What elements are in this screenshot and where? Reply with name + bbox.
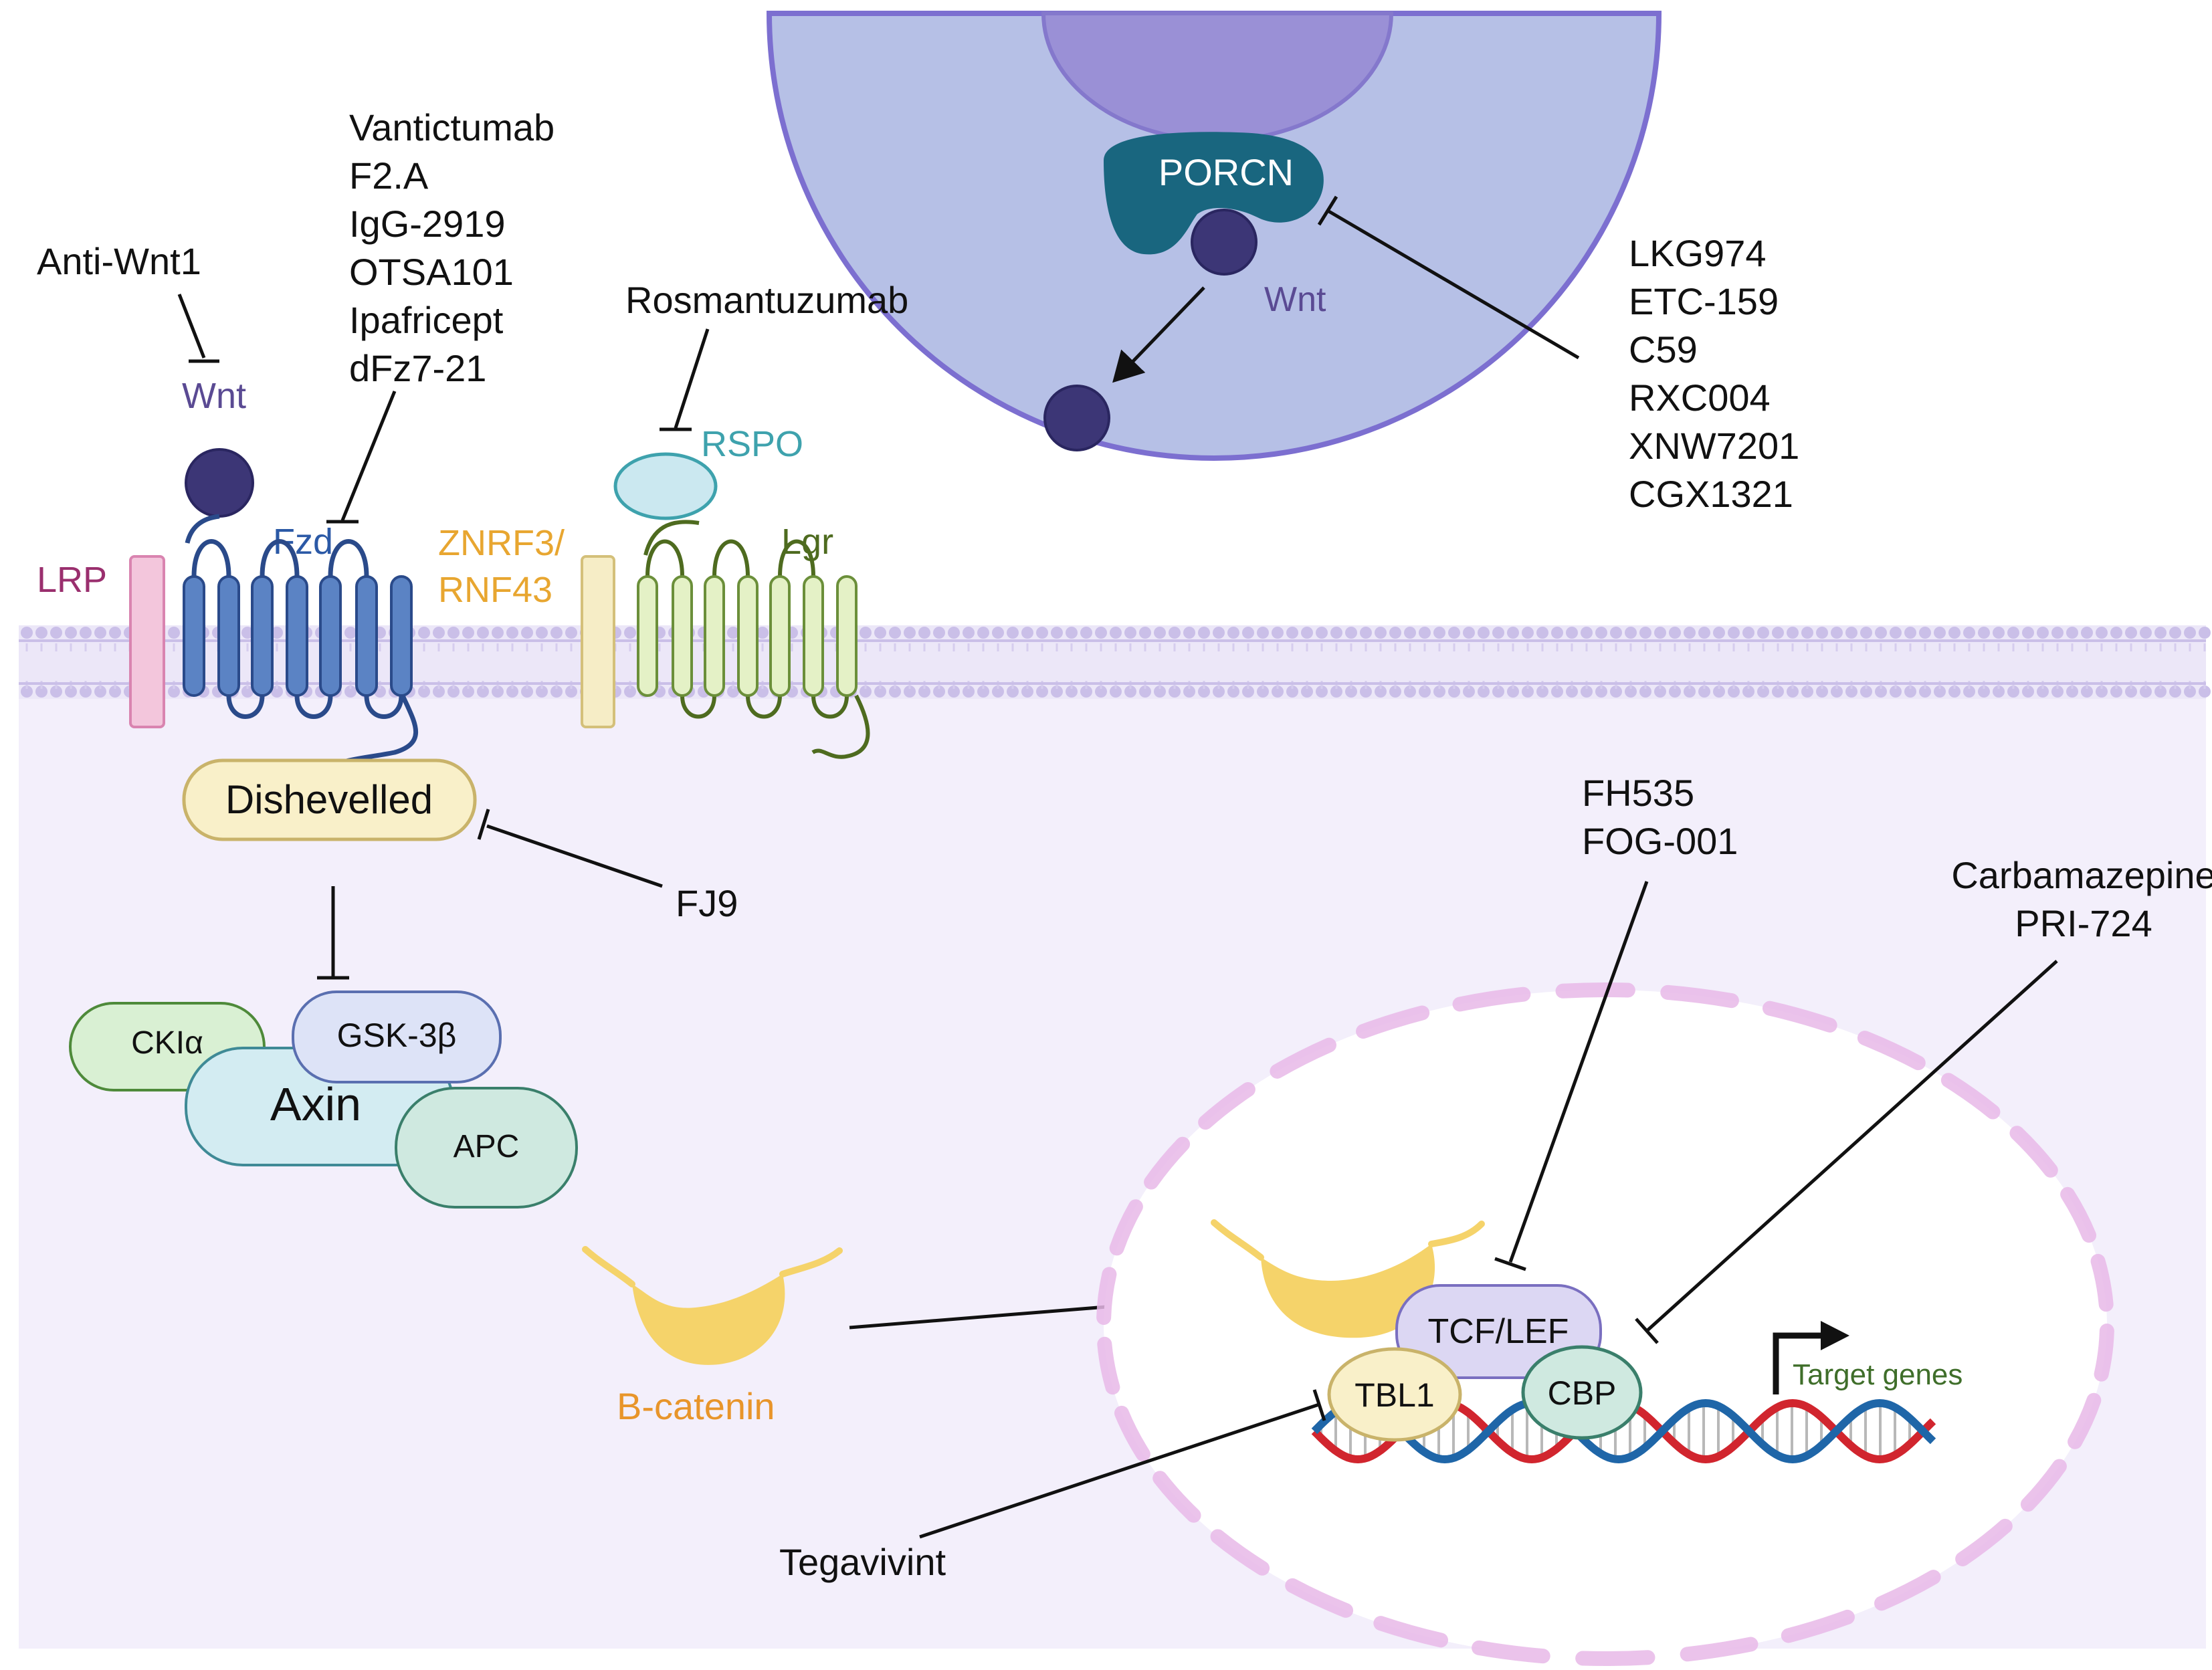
tcf-lef-label: TCF/LEF: [1428, 1312, 1569, 1351]
axin-label: Axin: [270, 1078, 361, 1130]
tbl1-inhibitor-label: Tegavivint: [779, 1541, 946, 1583]
dishevelled-protein: [182, 758, 477, 841]
apc-label: APC: [454, 1129, 520, 1164]
bcatenin-nucleus: [1211, 1219, 1485, 1338]
bcatenin-label: B-catenin: [617, 1385, 775, 1427]
transcription-arrow-icon: [1773, 1321, 1849, 1394]
rspo-ligand: [613, 452, 718, 520]
cbp-inhibitor-1: Carbamazepine: [1951, 854, 2212, 896]
fzd-inhibitor-list: Vantictumab F2.A IgG-2919 OTSA101 Ipafri…: [349, 106, 555, 389]
apc-protein: [395, 1087, 578, 1209]
cbp-inhibitor-bar: [1635, 1318, 1659, 1344]
rspo-inhibitor-label: Rosmantuzumab: [625, 279, 908, 321]
gsk3b-label: GSK-3β: [337, 1017, 457, 1054]
porcn-inhibitor-line: [1326, 209, 1580, 360]
rspo-label: RSPO: [701, 424, 803, 464]
porcn-label: PORCN: [1159, 151, 1294, 193]
wnt-ball-secreted: [1043, 385, 1110, 451]
cbp-label: CBP: [1548, 1374, 1617, 1412]
rspo-inhibitor-line: [674, 328, 710, 429]
ck1a-label: CKIα: [131, 1025, 203, 1061]
fzd-inhibitor-6: dFz7-21: [349, 347, 486, 389]
cell-membrane: [19, 625, 2211, 699]
tcf-inhibitor-line: [1508, 881, 1649, 1263]
porcn-enzyme: PORCN: [1104, 132, 1324, 255]
anti-wnt1-label: Anti-Wnt1: [37, 240, 201, 282]
fzd-inhibitor-5: Ipafricept: [349, 299, 504, 341]
gsk3b-protein: [292, 990, 502, 1083]
nucleus: [1096, 982, 2114, 1666]
tcf-inhibitor-1: FH535: [1582, 772, 1694, 814]
porcn-inhibitor-3: C59: [1629, 328, 1698, 371]
cbp-protein: [1521, 1345, 1643, 1440]
znrf3-receptor: [581, 555, 615, 728]
target-genes-label: Target genes: [1793, 1358, 1963, 1391]
znrf3-label-line1: ZNRF3/: [438, 523, 565, 563]
cbp-inhibitor-line: [1645, 960, 2058, 1332]
destruction-complex: CKIα Axin GSK-3β APC: [69, 990, 578, 1209]
znrf3-label-line2: RNF43: [438, 570, 552, 610]
porcn-inhibitor-2: ETC-159: [1629, 280, 1779, 322]
anti-wnt1-line: [177, 294, 206, 358]
fzd-inhibitor-line: [340, 391, 397, 521]
porcn-inhibitor-5: XNW7201: [1629, 425, 1799, 467]
tbl1-inhibitor-bar: [1312, 1389, 1326, 1421]
tbl1-protein: [1327, 1347, 1462, 1442]
wnt-label-secreted: Wnt: [1264, 280, 1326, 319]
dishevelled-label: Dishevelled: [225, 777, 433, 822]
bcatenin-cytoplasm: [582, 1246, 843, 1365]
cbp-inhibitor-2: PRI-724: [2015, 902, 2152, 944]
fzd-inhibitor-4: OTSA101: [349, 251, 514, 293]
wnt-secretion-arrow: [1112, 286, 1205, 383]
lgr-label: Lgr: [781, 522, 833, 562]
tbl1-label: TBL1: [1354, 1376, 1435, 1414]
tcf-inhibitor-bar: [1494, 1257, 1526, 1271]
fj9-line: [486, 824, 663, 888]
lrp-receptor: [129, 555, 165, 728]
fj9-bar: [477, 809, 490, 840]
porcn-inhibitor-6: CGX1321: [1629, 473, 1793, 515]
wnt-label-receptor: Wnt: [182, 376, 246, 416]
porcn-inhibitor-bar: [1317, 195, 1338, 226]
tcf-inhibitor-2: FOG-001: [1582, 820, 1738, 862]
fzd-inhibitor-3: IgG-2919: [349, 203, 506, 245]
porcn-inhibitor-1: LKG974: [1629, 232, 1767, 274]
fzd-inhibitor-1: Vantictumab: [349, 106, 555, 148]
fzd-receptor: [183, 514, 418, 774]
fzd-inhibitor-2: F2.A: [349, 154, 429, 197]
wnt-ball-bound: [185, 448, 254, 518]
lrp-label: LRP: [37, 560, 107, 600]
porcn-inhibitor-4: RXC004: [1629, 377, 1771, 419]
wnt-ball-in-porcn: [1191, 209, 1258, 276]
porcn-inhibitor-list: LKG974 ETC-159 C59 RXC004 XNW7201 CGX132…: [1629, 232, 1799, 515]
fj9-label: FJ9: [676, 882, 738, 924]
lgr-receptor: [637, 520, 870, 759]
tbl1-inhibitor-line: [919, 1402, 1320, 1539]
